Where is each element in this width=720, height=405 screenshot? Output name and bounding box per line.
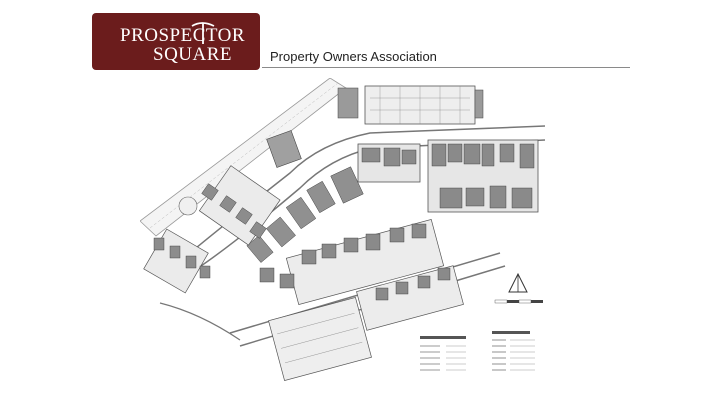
- brand-name-line2: SQUARE: [153, 44, 233, 65]
- tagline: Property Owners Association: [270, 49, 437, 64]
- sheet-index: [492, 331, 535, 371]
- map-legend: [420, 336, 466, 371]
- brand-logo: PROSPECTOR SQUARE: [92, 13, 260, 70]
- header-divider: [262, 67, 630, 68]
- pickaxe-icon: [191, 22, 215, 44]
- site-plan-map: [140, 78, 546, 382]
- brand-name-line1: PROSPECTOR: [120, 25, 246, 46]
- north-arrow-icon: [508, 272, 528, 293]
